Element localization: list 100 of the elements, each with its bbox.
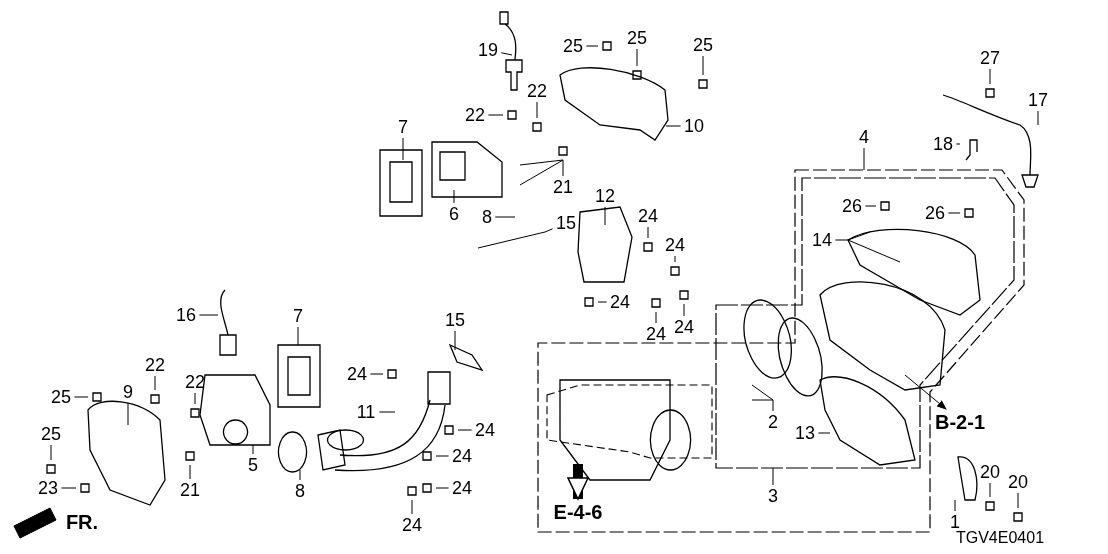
leader-line: [647, 226, 649, 239]
callout-number: 13: [795, 423, 815, 443]
leader-line: [604, 206, 606, 226]
leader-line: [702, 55, 704, 76]
callout-number: 19: [478, 40, 498, 60]
leader-line: [954, 499, 956, 512]
callout-number: 23: [38, 478, 58, 498]
leader-line: [435, 455, 450, 457]
leader-line: [989, 68, 991, 85]
leader-line: [50, 444, 52, 461]
leader-line: [655, 311, 657, 324]
callout-number: 22: [527, 81, 547, 101]
arrow: [904, 374, 947, 410]
leader-line: [955, 143, 961, 145]
leader-line: [864, 205, 877, 207]
leader-line: [453, 189, 455, 204]
leader-line: [519, 159, 564, 186]
callout-number: 8: [482, 207, 492, 227]
reference-code: E-4-6: [553, 502, 603, 522]
callout-number: 24: [646, 324, 666, 344]
leader-line: [597, 301, 608, 303]
callout-number: 22: [145, 355, 165, 375]
leader-line: [60, 487, 77, 489]
callout-number: 12: [595, 186, 615, 206]
callout-number: 25: [563, 36, 583, 56]
leader-line: [154, 375, 156, 391]
leader-line: [487, 114, 504, 116]
leader-line: [500, 52, 513, 56]
leader-line: [585, 45, 599, 47]
callout-number: 2: [768, 412, 778, 432]
callout-number: 18: [933, 134, 953, 154]
callout-number: 10: [684, 116, 704, 136]
callout-number: 9: [123, 382, 133, 402]
callout-number: 20: [1008, 472, 1028, 492]
leader-line: [189, 464, 191, 480]
leader-line: [1037, 110, 1039, 126]
direction-label: FR.: [65, 512, 99, 532]
leader-line: [198, 314, 219, 316]
callout-number: 24: [638, 206, 658, 226]
callout-number: 24: [402, 515, 422, 535]
callout-number: 21: [553, 177, 573, 197]
leader-line: [863, 147, 865, 171]
leader-line: [369, 373, 384, 375]
leader-line: [772, 467, 774, 486]
leader-line: [194, 392, 196, 405]
leader-line: [297, 326, 299, 346]
callout-number: 25: [627, 28, 647, 48]
leader-line: [402, 137, 404, 161]
leader-line: [947, 212, 961, 214]
leader-line: [454, 330, 456, 351]
callout-number: 7: [293, 306, 303, 326]
callout-number: 8: [295, 481, 305, 501]
callout-number: 20: [980, 462, 1000, 482]
callout-number: 27: [980, 48, 1000, 68]
callout-number: 25: [51, 387, 71, 407]
leader-line: [411, 499, 413, 515]
leader-line: [494, 216, 516, 218]
callout-number: 22: [465, 105, 485, 125]
callout-number: 24: [610, 292, 630, 312]
callout-number: 15: [556, 213, 576, 233]
leader-line: [834, 231, 901, 263]
callout-number: 24: [665, 235, 685, 255]
callout-number: 24: [452, 478, 472, 498]
callout-number: 26: [925, 203, 945, 223]
leader-line: [252, 444, 254, 455]
leader-line: [1017, 492, 1019, 509]
callout-number: 24: [475, 420, 495, 440]
leader-line: [73, 396, 89, 398]
callout-number: 26: [842, 196, 862, 216]
leader-line: [435, 487, 450, 489]
leader-line: [751, 384, 774, 412]
callout-number: 5: [248, 455, 258, 475]
callout-number: 22: [185, 372, 205, 392]
callout-number: 15: [445, 310, 465, 330]
reference-code: B-2-1: [935, 412, 985, 432]
leader-line: [378, 411, 396, 413]
callout-number: 25: [693, 35, 713, 55]
callout-number: 11: [356, 402, 376, 422]
callout-number: 4: [859, 127, 869, 147]
callout-number: 14: [812, 230, 832, 250]
callout-number: 21: [180, 480, 200, 500]
leader-line: [817, 432, 831, 434]
callout-number: 24: [452, 446, 472, 466]
leader-line: [299, 469, 301, 481]
leader-line: [636, 48, 638, 67]
leader-line: [665, 125, 682, 127]
callout-number: 6: [449, 204, 459, 224]
leader-line: [477, 228, 554, 249]
leader-line: [683, 303, 685, 317]
callout-number: 3: [768, 486, 778, 506]
callout-number: 24: [347, 364, 367, 384]
callout-number: 17: [1028, 90, 1048, 110]
leader-line: [457, 429, 473, 431]
leader-line: [989, 482, 991, 498]
arrow: [567, 464, 589, 500]
callout-number: 16: [176, 305, 196, 325]
leader-line: [536, 101, 538, 119]
leader-line: [674, 255, 676, 263]
callout-number: 24: [674, 317, 694, 337]
leader-line: [127, 402, 129, 426]
